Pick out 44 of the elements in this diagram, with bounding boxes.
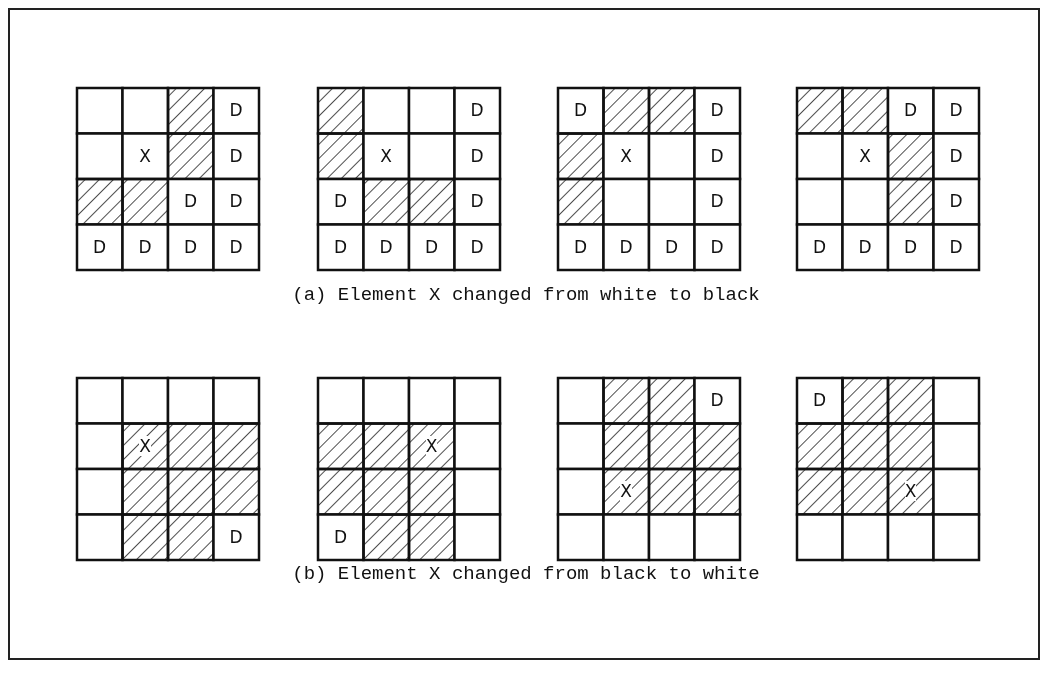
cell-letter: D bbox=[470, 145, 484, 166]
cell-letter: D bbox=[710, 390, 724, 410]
cell-letter: D bbox=[183, 191, 198, 211]
cell-letter: D bbox=[229, 100, 243, 120]
cell-letter: D bbox=[949, 145, 963, 166]
cell-letter: D bbox=[183, 236, 198, 257]
cell-letter: X bbox=[859, 145, 871, 166]
cell-letter: D bbox=[138, 236, 152, 257]
cell-letter: D bbox=[573, 236, 588, 257]
cell-letter: D bbox=[710, 191, 724, 211]
figure-caption: (b) Element X changed from black to white bbox=[292, 563, 760, 585]
cell-letter: D bbox=[858, 236, 872, 257]
cell-letter: D bbox=[229, 191, 243, 211]
cell-letter: D bbox=[812, 390, 827, 410]
cell-letter: D bbox=[229, 145, 243, 166]
cell-letter: D bbox=[949, 191, 963, 211]
cell-letter: D bbox=[619, 236, 633, 257]
cell-letter: D bbox=[470, 236, 484, 257]
cell-letter: D bbox=[573, 100, 588, 120]
cell-letter: X bbox=[620, 481, 632, 501]
cell-letter: D bbox=[949, 236, 963, 257]
cell-letter: X bbox=[139, 435, 151, 456]
cell-letter: X bbox=[380, 145, 392, 166]
cell-letter: D bbox=[424, 236, 439, 257]
cell-letter: D bbox=[949, 100, 963, 120]
cell-letter: D bbox=[229, 526, 243, 547]
cell-letter: D bbox=[229, 236, 243, 257]
cell-letter: D bbox=[903, 100, 918, 120]
cell-letter: D bbox=[664, 236, 679, 257]
cell-letter: D bbox=[470, 191, 484, 211]
cell-letter: D bbox=[710, 100, 724, 120]
figure-caption: (a) Element X changed from white to black bbox=[292, 284, 760, 306]
cell-letter: D bbox=[333, 236, 348, 257]
cell-letter: D bbox=[470, 100, 484, 120]
cell-letter: D bbox=[92, 236, 107, 257]
cell-letter: D bbox=[903, 236, 918, 257]
cell-letter: X bbox=[139, 145, 151, 166]
cell-letter: D bbox=[333, 526, 348, 547]
cell-letter: D bbox=[333, 191, 348, 211]
cell-letter: D bbox=[379, 236, 393, 257]
cell-letter: X bbox=[620, 145, 632, 166]
cell-letter: D bbox=[812, 236, 827, 257]
cell-letter: D bbox=[710, 236, 724, 257]
cell-letter: D bbox=[710, 145, 724, 166]
